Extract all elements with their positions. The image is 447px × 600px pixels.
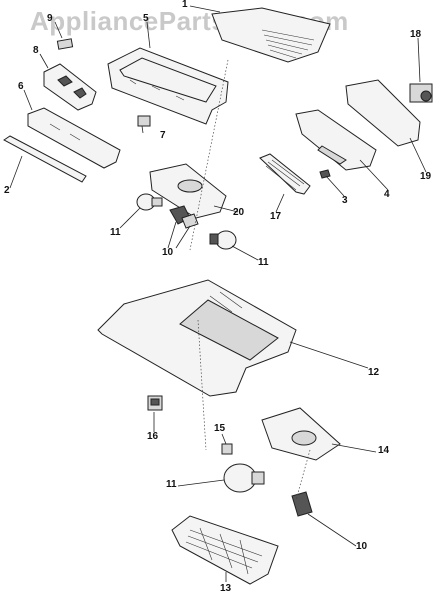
callout-4: 4 <box>384 189 390 200</box>
callout-16: 16 <box>147 431 159 442</box>
part-11-bulb-a <box>136 193 163 211</box>
part-10-sockets-a <box>169 205 199 229</box>
part-11-bulb-c <box>223 463 265 493</box>
part-4-trim <box>295 109 377 171</box>
callout-10-a: 10 <box>162 247 174 258</box>
part-17-grille <box>259 153 311 195</box>
callout-11-c: 11 <box>166 479 177 490</box>
callout-1: 1 <box>182 0 188 10</box>
part-13-grille-tray <box>171 515 279 585</box>
callout-14: 14 <box>378 445 390 456</box>
part-19-tower <box>345 79 421 147</box>
part-1-cover <box>211 7 331 63</box>
part-7-switch <box>137 115 151 127</box>
part-16-switch <box>147 395 163 411</box>
callout-8: 8 <box>33 45 39 56</box>
callout-12: 12 <box>368 367 380 378</box>
part-5-frame <box>107 47 229 125</box>
callout-20: 20 <box>233 207 245 218</box>
callout-5: 5 <box>143 13 149 24</box>
part-20-light-housing <box>149 163 227 219</box>
part-2-overlay <box>3 135 87 183</box>
callout-15: 15 <box>214 423 226 434</box>
part-15-bulb <box>221 443 233 455</box>
callout-7: 7 <box>160 130 166 141</box>
callout-11-a: 11 <box>110 227 121 238</box>
part-18-motor <box>409 83 433 103</box>
callout-13: 13 <box>220 583 232 594</box>
part-12-tray <box>97 279 297 397</box>
callout-3: 3 <box>342 195 348 206</box>
part-3-clip <box>319 169 331 179</box>
part-6-housing <box>27 107 121 169</box>
callout-18: 18 <box>410 29 422 40</box>
part-11-bulb-b <box>209 230 237 250</box>
callout-2: 2 <box>4 185 10 196</box>
leader-lines <box>9 5 427 582</box>
part-10-socket-b <box>291 491 313 517</box>
part-8-board <box>43 63 97 111</box>
part-14-cover <box>261 407 341 461</box>
part-9-switch <box>56 38 74 50</box>
callout-6: 6 <box>18 81 24 92</box>
callout-11-b: 11 <box>258 257 269 268</box>
callout-17: 17 <box>270 211 282 222</box>
callout-10-b: 10 <box>356 541 368 552</box>
callout-19: 19 <box>420 171 432 182</box>
callout-9: 9 <box>47 13 53 24</box>
